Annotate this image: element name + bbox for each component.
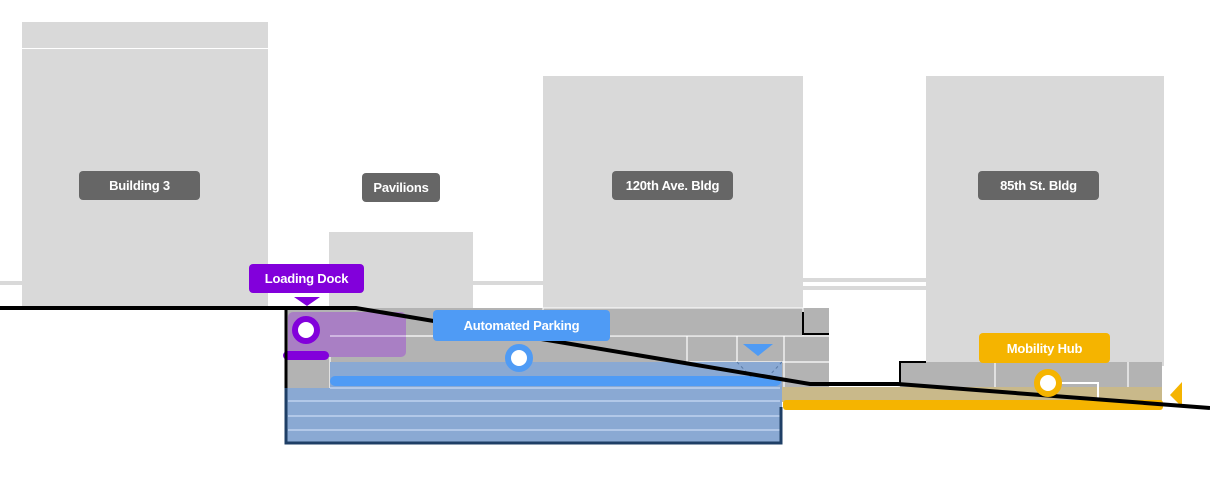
parking-conveyor <box>330 376 781 386</box>
parking-entry-arrow-icon <box>743 344 773 356</box>
parking-outline <box>284 388 783 445</box>
loading-dock-marker <box>292 316 320 344</box>
120th-ave-bldg-label: 120th Ave. Bldg <box>612 171 733 200</box>
loading-dock-bar <box>283 351 329 360</box>
building-3-label: Building 3 <box>79 171 200 200</box>
85th-st-bldg-mass <box>926 76 1164 366</box>
mobility-hub-callout[interactable]: Mobility Hub <box>979 333 1110 363</box>
mobility-hub-lane <box>783 400 1163 410</box>
ground-line <box>0 306 1210 410</box>
building-3-floor-line <box>22 48 268 49</box>
building-edge <box>802 312 829 335</box>
automated-parking-callout[interactable]: Automated Parking <box>433 310 610 341</box>
horizon-strip-left <box>0 281 22 285</box>
loading-dock-pointer-icon <box>294 297 320 306</box>
horizon-strip-right <box>803 278 926 282</box>
building-edge-east <box>899 361 926 384</box>
mobility-hub-arrow-icon <box>1170 382 1182 407</box>
pavilions-label: Pavilions <box>362 173 440 202</box>
building-3-mass <box>22 22 268 308</box>
parking-floor-lines <box>288 387 780 431</box>
mobility-hub-path <box>1060 382 1099 400</box>
horizon-strip-mid <box>473 281 543 285</box>
automated-parking-marker <box>505 344 533 372</box>
mobility-hub-marker <box>1034 369 1062 397</box>
loading-dock-callout[interactable]: Loading Dock <box>249 264 364 293</box>
horizon-strip-right-2 <box>803 286 926 290</box>
85th-st-bldg-label: 85th St. Bldg <box>978 171 1099 200</box>
